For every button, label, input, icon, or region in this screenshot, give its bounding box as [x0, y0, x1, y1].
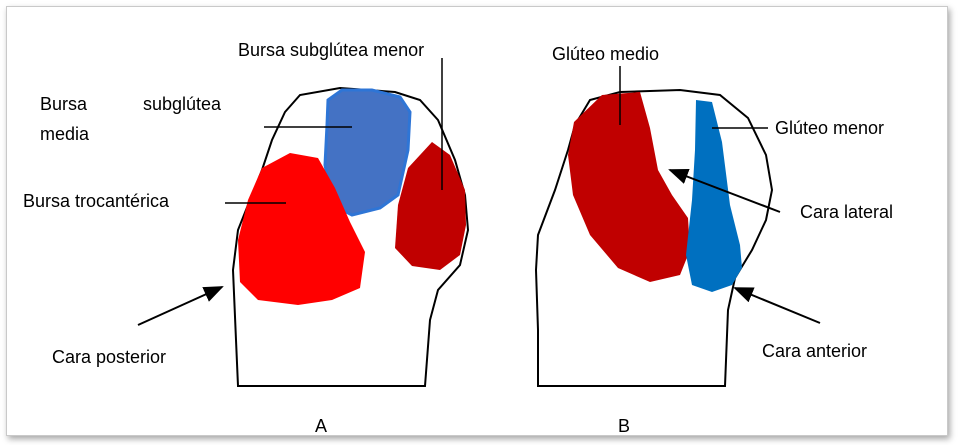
panel-label-a: A: [315, 416, 327, 436]
arrow-cara-posterior: [138, 287, 222, 325]
label-cara-posterior: Cara posterior: [52, 347, 166, 367]
label-bursa-subglutea-media-2: subglútea: [143, 94, 222, 114]
label-cara-lateral: Cara lateral: [800, 202, 893, 222]
label-bursa-trocanterica: Bursa trocantérica: [23, 191, 170, 211]
label-cara-anterior: Cara anterior: [762, 341, 867, 361]
gluteo-menor-shape: [686, 100, 742, 292]
arrow-cara-anterior: [735, 288, 820, 323]
label-gluteo-medio: Glúteo medio: [552, 44, 659, 64]
label-gluteo-menor: Glúteo menor: [775, 118, 884, 138]
label-bursa-subglutea-media-1: Bursa: [40, 94, 88, 114]
gluteo-medio-shape: [568, 92, 690, 282]
panel-b: Glúteo medio Glúteo menor Cara lateral C…: [536, 44, 893, 436]
label-bursa-subglutea-menor: Bursa subglútea menor: [238, 40, 424, 60]
label-bursa-subglutea-media-3: media: [40, 124, 90, 144]
panel-a: Bursa subglútea menor Bursa subglútea me…: [23, 40, 468, 436]
panel-label-b: B: [618, 416, 630, 436]
